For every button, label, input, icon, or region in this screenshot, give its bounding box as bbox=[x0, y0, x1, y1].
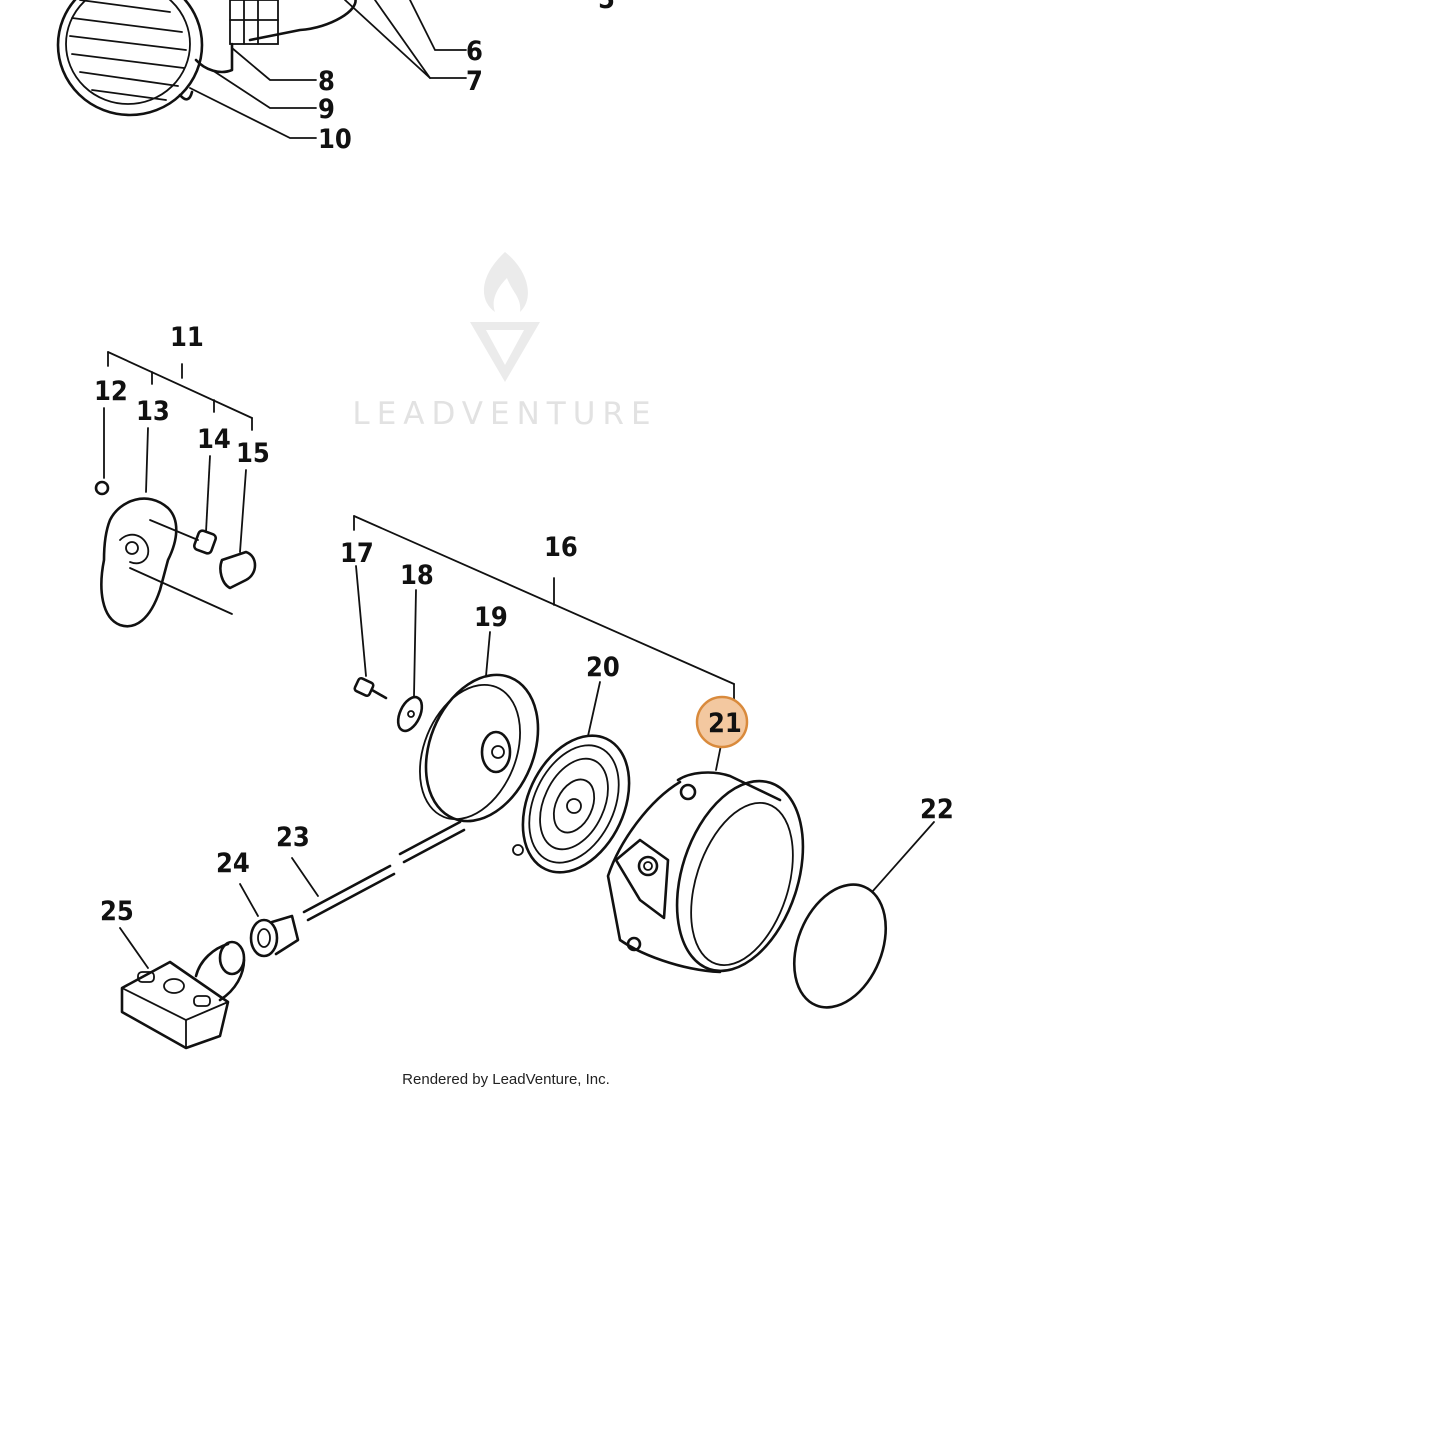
bracket-11-group-leaders bbox=[103, 351, 253, 553]
callout-8[interactable]: 8 bbox=[318, 66, 335, 97]
rope-reel-19[interactable] bbox=[401, 658, 559, 838]
air-cleaner-assembly[interactable] bbox=[56, 0, 357, 117]
starter-case-21[interactable] bbox=[606, 765, 825, 987]
callout-18[interactable]: 18 bbox=[400, 560, 434, 591]
callout-22[interactable]: 22 bbox=[920, 794, 954, 825]
callout-9[interactable]: 9 bbox=[318, 94, 335, 125]
starter-rope-23[interactable] bbox=[291, 820, 466, 922]
callout-6[interactable]: 6 bbox=[466, 36, 483, 67]
watermark-text: LEADVENTURE bbox=[352, 396, 657, 432]
callout-16[interactable]: 16 bbox=[544, 532, 578, 563]
callout-17[interactable]: 17 bbox=[340, 538, 374, 569]
ratchet-pawl-assembly[interactable] bbox=[94, 480, 257, 628]
callout-labels: 5 6 7 8 9 10 11 12 13 14 15 16 17 18 19 … bbox=[94, 0, 954, 927]
callout-19[interactable]: 19 bbox=[474, 602, 508, 633]
callout-12[interactable]: 12 bbox=[94, 376, 128, 407]
gasket-22[interactable] bbox=[777, 871, 903, 1021]
callout-15[interactable]: 15 bbox=[236, 438, 270, 469]
recoil-spring-20[interactable] bbox=[502, 718, 650, 889]
rope-guide-24[interactable] bbox=[239, 883, 300, 958]
bracket-16-group-leaders bbox=[353, 515, 935, 893]
callout-11[interactable]: 11 bbox=[170, 322, 204, 353]
callout-10[interactable]: 10 bbox=[318, 124, 352, 155]
callout-24[interactable]: 24 bbox=[216, 848, 250, 879]
callout-23[interactable]: 23 bbox=[276, 822, 310, 853]
callout-20[interactable]: 20 bbox=[586, 652, 620, 683]
callout-25[interactable]: 25 bbox=[100, 896, 134, 927]
bolt-17[interactable] bbox=[353, 676, 388, 700]
credit-text: Rendered by LeadVenture, Inc. bbox=[402, 1071, 610, 1088]
callout-21[interactable]: 21 bbox=[708, 708, 742, 739]
starter-handle-25[interactable] bbox=[119, 927, 246, 1050]
callout-13[interactable]: 13 bbox=[136, 396, 170, 427]
top-leaders bbox=[189, 0, 467, 139]
leadventure-logo-icon bbox=[470, 252, 540, 382]
highlight-circle bbox=[695, 695, 749, 749]
washer-18[interactable] bbox=[393, 693, 426, 734]
callout-7[interactable]: 7 bbox=[466, 66, 483, 97]
callout-14[interactable]: 14 bbox=[197, 424, 231, 455]
watermark: LEADVENTURE bbox=[352, 252, 657, 432]
callout-5[interactable]: 5 bbox=[598, 0, 615, 15]
